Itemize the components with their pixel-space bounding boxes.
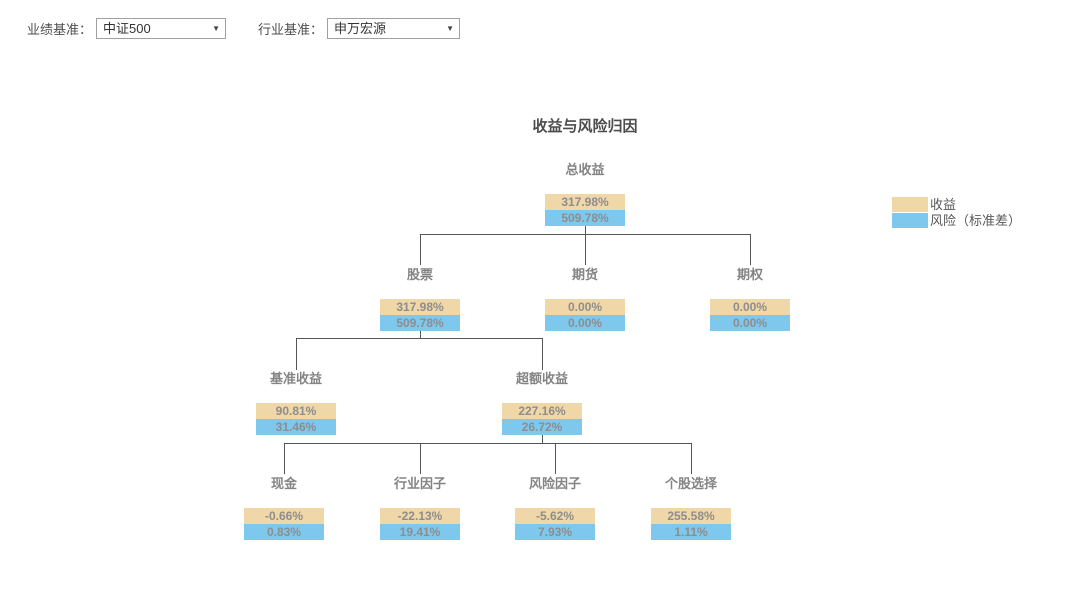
node-return-value: 227.16% [502, 403, 582, 419]
chart-legend: 收益 风险（标准差） [892, 197, 1021, 229]
node-return-value: 90.81% [256, 403, 336, 419]
connector-line [296, 338, 297, 370]
node-label: 总收益 [565, 162, 605, 177]
node-return-value: -0.66% [244, 508, 324, 524]
node-value-box: -0.66% 0.83% [244, 508, 324, 540]
connector-line [296, 338, 543, 339]
node-value-box: 317.98% 509.78% [545, 194, 625, 226]
connector-line [420, 443, 421, 474]
tree-node-excess-return[interactable]: 超额收益 227.16% 26.72% [502, 372, 582, 435]
node-risk-value: 26.72% [502, 419, 582, 435]
node-risk-value: 0.83% [244, 524, 324, 540]
connector-line [691, 443, 692, 474]
node-return-value: 255.58% [651, 508, 731, 524]
node-value-box: 255.58% 1.11% [651, 508, 731, 540]
tree-node-options[interactable]: 期权 0.00% 0.00% [710, 268, 790, 331]
node-label: 期权 [736, 267, 763, 282]
node-label: 基准收益 [269, 371, 322, 386]
industry-benchmark-select[interactable]: 申万宏源 ▼ [327, 18, 461, 39]
node-label: 超额收益 [515, 371, 568, 386]
node-value-box: 0.00% 0.00% [710, 299, 790, 331]
node-value-box: 227.16% 26.72% [502, 403, 582, 435]
connector-line [420, 331, 421, 338]
tree-node-risk-factor[interactable]: 风险因子 -5.62% 7.93% [515, 477, 595, 540]
chart-title: 收益与风险归因 [532, 118, 638, 135]
industry-benchmark-group: 行业基准： 申万宏源 ▼ [258, 18, 461, 39]
node-label: 个股选择 [664, 476, 717, 491]
node-return-value: -5.62% [515, 508, 595, 524]
tree-node-benchmark-return[interactable]: 基准收益 90.81% 31.46% [256, 372, 336, 435]
tree-node-stocks[interactable]: 股票 317.98% 509.78% [380, 268, 460, 331]
connector-line [420, 234, 421, 265]
node-risk-value: 31.46% [256, 419, 336, 435]
performance-benchmark-label: 业绩基准： [27, 22, 93, 37]
legend-item-risk: 风险（标准差） [892, 213, 1021, 228]
node-risk-value: 1.11% [651, 524, 731, 540]
node-label: 行业因子 [393, 476, 446, 491]
node-risk-value: 7.93% [515, 524, 595, 540]
connector-line [284, 443, 692, 444]
tree-node-cash[interactable]: 现金 -0.66% 0.83% [244, 477, 324, 540]
connector-line [542, 338, 543, 370]
node-return-value: 0.00% [710, 299, 790, 315]
node-risk-value: 509.78% [380, 315, 460, 331]
node-risk-value: 19.41% [380, 524, 460, 540]
legend-label: 收益 [930, 197, 957, 212]
tree-node-industry-factor[interactable]: 行业因子 -22.13% 19.41% [380, 477, 460, 540]
node-value-box: -5.62% 7.93% [515, 508, 595, 540]
node-return-value: 317.98% [545, 194, 625, 210]
industry-benchmark-label: 行业基准： [258, 22, 324, 37]
node-label: 股票 [406, 267, 433, 282]
performance-benchmark-select[interactable]: 中证500 ▼ [96, 18, 227, 39]
connector-line [585, 234, 586, 265]
tree-node-total-return[interactable]: 总收益 317.98% 509.78% [545, 163, 625, 226]
node-value-box: 90.81% 31.46% [256, 403, 336, 435]
return-swatch-icon [892, 197, 928, 212]
dropdown-arrow-icon: ▼ [446, 23, 455, 33]
performance-benchmark-group: 业绩基准： 中证500 ▼ [27, 18, 227, 39]
node-label: 风险因子 [528, 476, 581, 491]
legend-label: 风险（标准差） [930, 213, 1022, 228]
benchmark-controls: 业绩基准： 中证500 ▼ 行业基准： 申万宏源 ▼ [27, 18, 492, 39]
node-risk-value: 0.00% [545, 315, 625, 331]
tree-node-futures[interactable]: 期货 0.00% 0.00% [545, 268, 625, 331]
node-label: 现金 [270, 476, 297, 491]
node-value-box: 0.00% 0.00% [545, 299, 625, 331]
node-return-value: 317.98% [380, 299, 460, 315]
connector-line [585, 226, 586, 234]
node-value-box: -22.13% 19.41% [380, 508, 460, 540]
node-risk-value: 0.00% [710, 315, 790, 331]
connector-line [750, 234, 751, 265]
node-value-box: 317.98% 509.78% [380, 299, 460, 331]
node-risk-value: 509.78% [545, 210, 625, 226]
tree-node-stock-selection[interactable]: 个股选择 255.58% 1.11% [651, 477, 731, 540]
node-return-value: -22.13% [380, 508, 460, 524]
performance-benchmark-value: 中证500 [103, 21, 151, 36]
industry-benchmark-value: 申万宏源 [334, 21, 387, 36]
risk-swatch-icon [892, 213, 928, 228]
connector-line [542, 435, 543, 443]
dropdown-arrow-icon: ▼ [212, 23, 221, 33]
node-return-value: 0.00% [545, 299, 625, 315]
connector-line [555, 443, 556, 474]
legend-item-return: 收益 [892, 197, 1021, 212]
connector-line [284, 443, 285, 474]
node-label: 期货 [571, 267, 598, 282]
